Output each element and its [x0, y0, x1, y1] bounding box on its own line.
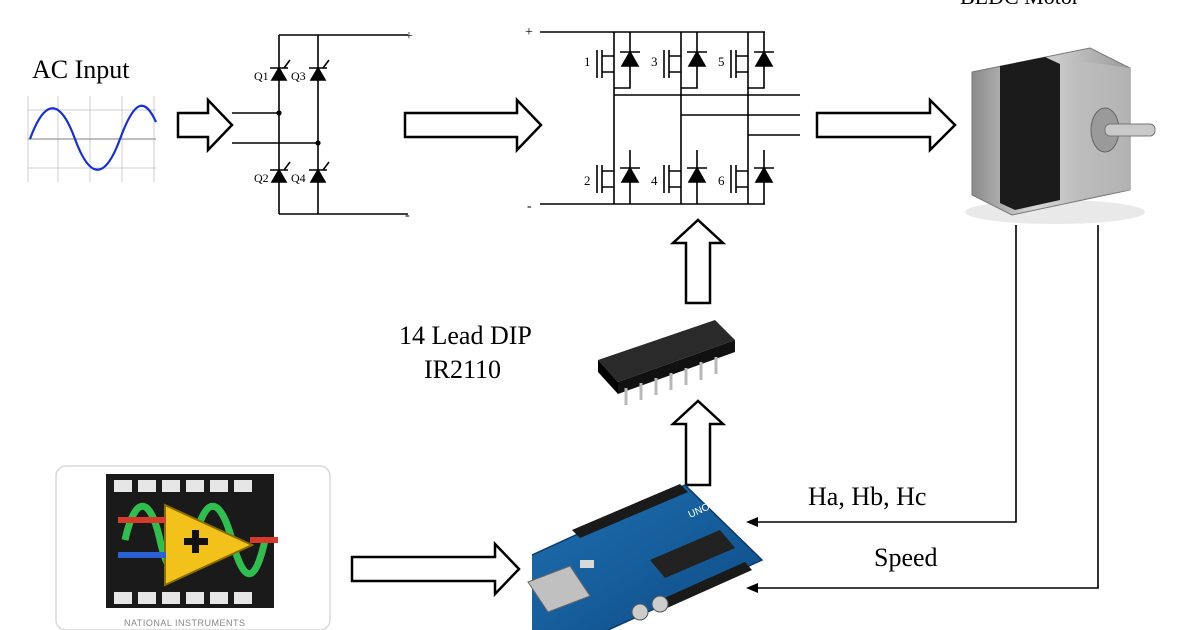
- arrow-rectifier-to-inverter: [403, 96, 543, 154]
- rectifier-plus-label: +: [405, 29, 413, 44]
- labview-logo: [55, 465, 331, 630]
- rectifier-q3-label: Q3: [291, 69, 306, 83]
- bldc-motor-image: [965, 47, 1156, 224]
- inverter-plus-label: +: [525, 25, 533, 40]
- sine-wave: [28, 104, 157, 171]
- rectifier-q1-label: Q1: [254, 69, 269, 83]
- rectifier-q2-label: Q2: [254, 171, 269, 185]
- inverter-minus-label: -: [527, 199, 532, 214]
- inverter-switch-1-label: 1: [584, 54, 591, 69]
- inverter-switch-2-label: 2: [584, 173, 591, 188]
- ac-input-label: AC Input: [32, 55, 130, 84]
- speed-label: Speed: [874, 543, 938, 572]
- driver-ic-line1: 14 Lead DIP: [399, 321, 532, 350]
- arrow-inverter-to-motor: [815, 96, 957, 154]
- driver-ic-line2: IR2110: [424, 355, 501, 384]
- feedback-lines: [752, 225, 1099, 589]
- inverter-switch-4-label: 4: [651, 173, 658, 188]
- hall-feedback-arrowhead: [746, 517, 758, 527]
- hall-sensor-label: Ha, Hb, Hc: [808, 482, 926, 511]
- arrow-ac-to-rectifier: [176, 96, 234, 154]
- arrow-labview-to-arduino: [350, 540, 521, 598]
- arduino-uno-board-image: [527, 484, 764, 630]
- arrow-arduino-to-driver: [669, 399, 727, 487]
- motor-title: BLDC Motor: [960, 0, 1080, 9]
- ac-input-block: AC Input: [27, 55, 157, 182]
- dip-ic-chip-image: [598, 320, 735, 405]
- rectifier-q4-label: Q4: [291, 171, 306, 185]
- inverter-switch-3-label: 3: [651, 54, 658, 69]
- rectifier-circuit: [232, 34, 408, 215]
- rectifier-minus-label: -: [405, 208, 410, 223]
- speed-feedback-arrowhead: [746, 583, 758, 593]
- sine-wave-icon: [27, 96, 157, 182]
- labview-brand-text: NATIONAL INSTRUMENTS: [124, 618, 246, 628]
- arrow-driver-to-inverter: [669, 218, 727, 305]
- inverter-circuit: [540, 31, 800, 205]
- inverter-switch-6-label: 6: [718, 173, 725, 188]
- inverter-switch-5-label: 5: [718, 54, 725, 69]
